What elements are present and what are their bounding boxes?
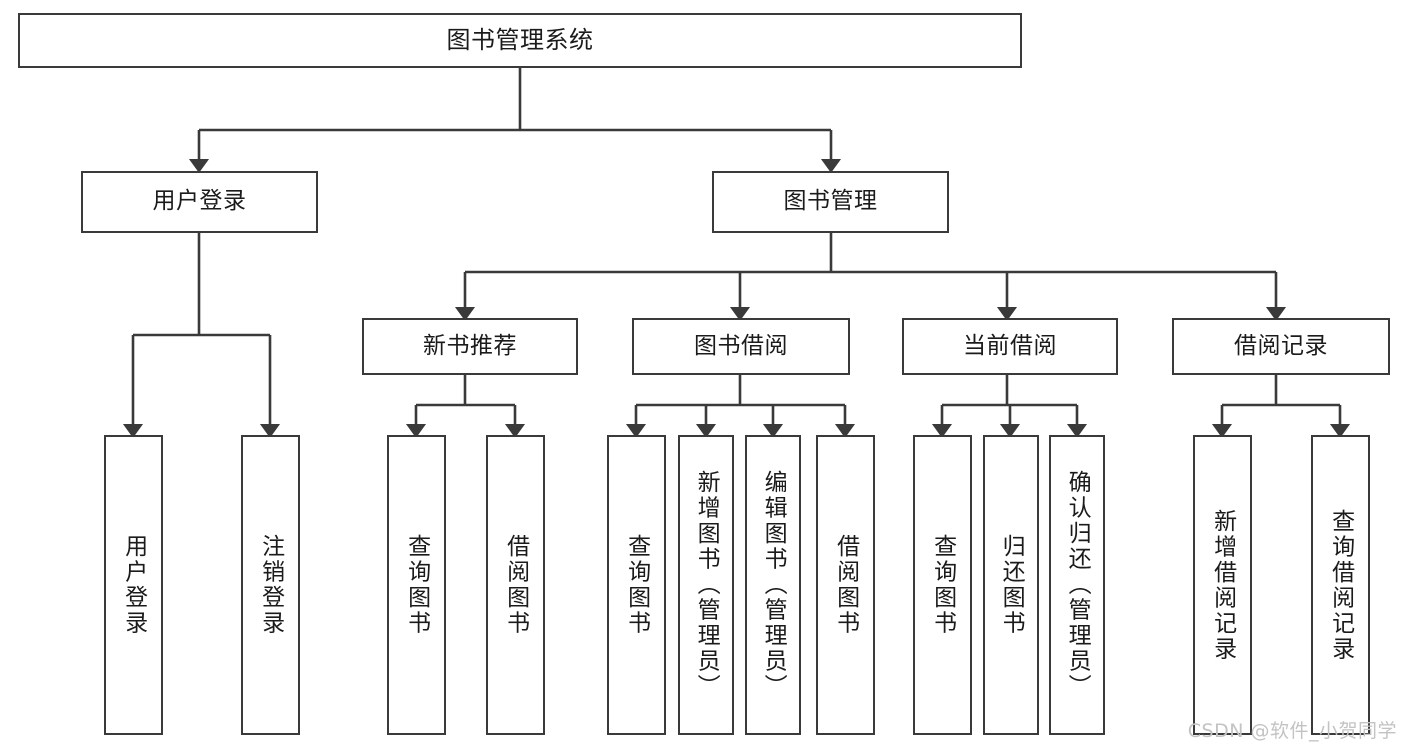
node-label: 归还图书 xyxy=(998,534,1025,636)
node-leaf-user-login[interactable]: 用户登录 xyxy=(104,435,163,735)
node-leaf-add-book-admin[interactable]: 新增图书（管理员） xyxy=(678,435,734,735)
node-label: 查询图书 xyxy=(403,534,430,636)
node-leaf-query-book-current[interactable]: 查询图书 xyxy=(913,435,972,735)
node-label: 确认归还（管理员） xyxy=(1064,470,1091,700)
node-borrowing-record[interactable]: 借阅记录 xyxy=(1172,318,1390,375)
node-leaf-confirm-return-admin[interactable]: 确认归还（管理员） xyxy=(1049,435,1105,735)
node-label: 借阅图书 xyxy=(832,534,859,636)
node-label: 借阅记录 xyxy=(1234,332,1328,359)
node-label: 新书推荐 xyxy=(423,332,517,359)
node-label: 查询图书 xyxy=(929,534,956,636)
node-leaf-return-book[interactable]: 归还图书 xyxy=(983,435,1039,735)
node-label: 图书借阅 xyxy=(694,332,788,359)
node-label: 当前借阅 xyxy=(963,332,1057,359)
node-label: 图书管理 xyxy=(783,188,878,215)
node-leaf-add-borrow-record[interactable]: 新增借阅记录 xyxy=(1193,435,1252,735)
node-leaf-query-book-newbook[interactable]: 查询图书 xyxy=(387,435,446,735)
node-new-book-recommendation[interactable]: 新书推荐 xyxy=(362,318,578,375)
node-leaf-borrow-book[interactable]: 借阅图书 xyxy=(816,435,875,735)
node-label: 新增借阅记录 xyxy=(1209,508,1236,662)
node-label: 借阅图书 xyxy=(502,534,529,636)
node-book-management[interactable]: 图书管理 xyxy=(712,171,949,233)
node-book-borrowing[interactable]: 图书借阅 xyxy=(632,318,850,375)
node-leaf-borrow-book-newbook[interactable]: 借阅图书 xyxy=(486,435,545,735)
node-leaf-edit-book-admin[interactable]: 编辑图书（管理员） xyxy=(745,435,801,735)
node-label: 图书管理系统 xyxy=(446,26,594,55)
node-label: 用户登录 xyxy=(120,534,147,636)
watermark: CSDN @软件_小贺同学 xyxy=(1187,720,1397,742)
node-label: 用户登录 xyxy=(152,188,247,215)
node-current-borrowing[interactable]: 当前借阅 xyxy=(902,318,1118,375)
node-label: 新增图书（管理员） xyxy=(693,470,720,700)
node-leaf-query-book-borrow[interactable]: 查询图书 xyxy=(607,435,666,735)
node-label: 注销登录 xyxy=(257,534,284,636)
node-user-login[interactable]: 用户登录 xyxy=(81,171,318,233)
node-leaf-logout[interactable]: 注销登录 xyxy=(241,435,300,735)
node-root-book-management-system[interactable]: 图书管理系统 xyxy=(18,13,1022,68)
node-label: 查询图书 xyxy=(623,534,650,636)
node-label: 查询借阅记录 xyxy=(1327,508,1354,662)
node-leaf-query-borrow-record[interactable]: 查询借阅记录 xyxy=(1311,435,1370,735)
node-label: 编辑图书（管理员） xyxy=(760,470,787,700)
